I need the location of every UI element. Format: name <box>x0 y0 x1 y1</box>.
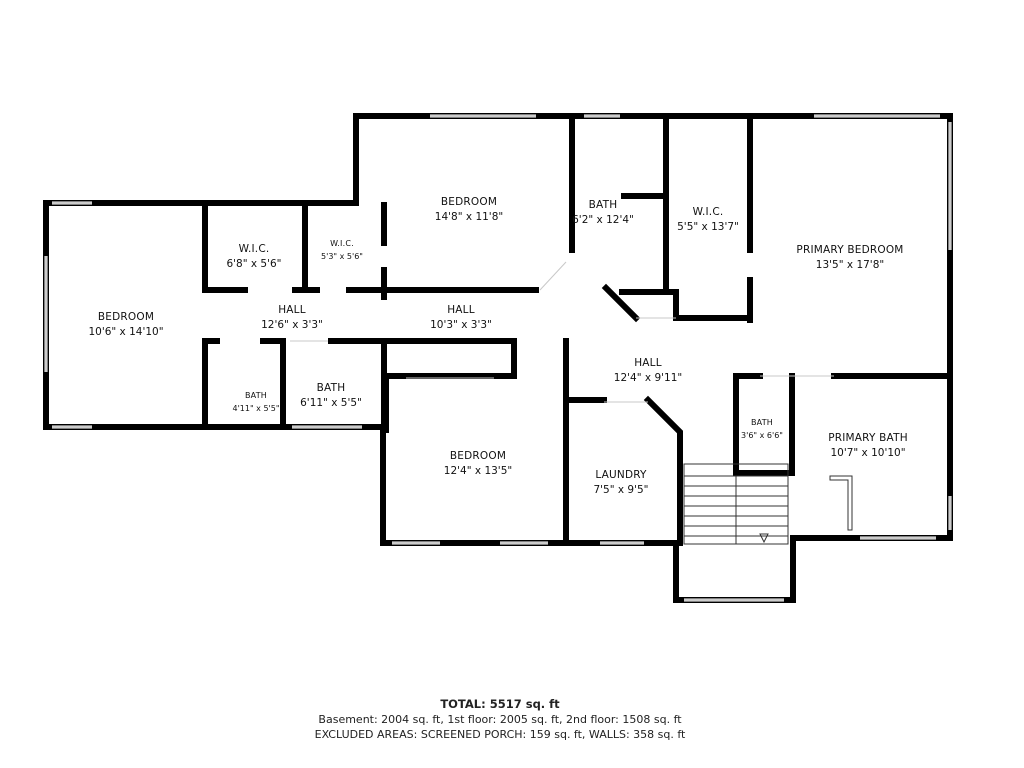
room-bath-east: BATH 3'6" x 6'6" <box>741 418 783 440</box>
room-dimensions: 6'8" x 5'6" <box>226 258 281 270</box>
room-wic-2: W.I.C. 5'3" x 5'6" <box>321 239 363 261</box>
room-primary-bath: PRIMARY BATH 10'7" x 10'10" <box>828 432 908 459</box>
room-name: W.I.C. <box>330 239 354 248</box>
room-dimensions: 4'11" x 5'5" <box>232 404 279 413</box>
room-bath-small-west: BATH 4'11" x 5'5" <box>232 391 279 413</box>
room-dimensions: 5'3" x 5'6" <box>321 252 363 261</box>
room-name: BATH <box>245 391 267 400</box>
room-wic-3: W.I.C. 5'5" x 13'7" <box>677 206 739 233</box>
room-dimensions: 13'5" x 17'8" <box>816 259 884 271</box>
floor-plan: BEDROOM 10'6" x 14'10" W.I.C. 6'8" x 5'6… <box>43 113 953 603</box>
area-summary: TOTAL: 5517 sq. ft Basement: 2004 sq. ft… <box>0 697 1000 742</box>
room-primary-bedroom: PRIMARY BEDROOM 13'5" x 17'8" <box>796 244 903 271</box>
room-name: HALL <box>278 304 306 316</box>
room-dimensions: 12'6" x 3'3" <box>261 319 323 331</box>
room-name: HALL <box>634 357 662 369</box>
room-dimensions: 6'11" x 5'5" <box>300 397 362 409</box>
room-dimensions: 10'3" x 3'3" <box>430 319 492 331</box>
room-bath-north: BATH 6'2" x 12'4" <box>572 199 634 226</box>
room-hall-center: HALL 12'4" x 9'11" <box>614 357 682 384</box>
room-name: W.I.C. <box>693 206 724 218</box>
windows <box>44 114 952 602</box>
room-bath-west: BATH 6'11" x 5'5" <box>300 382 362 409</box>
floor-breakdown: Basement: 2004 sq. ft, 1st floor: 2005 s… <box>318 713 682 726</box>
room-wic-1: W.I.C. 6'8" x 5'6" <box>226 243 281 270</box>
room-name: W.I.C. <box>239 243 270 255</box>
room-name: BEDROOM <box>98 311 154 323</box>
room-name: PRIMARY BEDROOM <box>796 244 903 256</box>
room-bedroom-south: BEDROOM 12'4" x 13'5" <box>444 450 512 477</box>
room-labels: BEDROOM 10'6" x 14'10" W.I.C. 6'8" x 5'6… <box>88 196 907 496</box>
room-bedroom-west: BEDROOM 10'6" x 14'10" <box>88 311 163 338</box>
room-name: BATH <box>751 418 773 427</box>
room-name: BEDROOM <box>450 450 506 462</box>
room-dimensions: 6'2" x 12'4" <box>572 214 634 226</box>
room-hall-middle: HALL 10'3" x 3'3" <box>430 304 492 331</box>
room-name: BEDROOM <box>441 196 497 208</box>
room-dimensions: 3'6" x 6'6" <box>741 431 783 440</box>
total-area: TOTAL: 5517 sq. ft <box>440 697 560 711</box>
room-bedroom-north: BEDROOM 14'8" x 11'8" <box>435 196 503 223</box>
stairs <box>683 463 853 545</box>
door-openings <box>220 261 834 403</box>
room-name: BATH <box>317 382 346 394</box>
room-hall-west: HALL 12'6" x 3'3" <box>261 304 323 331</box>
room-dimensions: 7'5" x 9'5" <box>593 484 648 496</box>
room-dimensions: 10'6" x 14'10" <box>88 326 163 338</box>
room-name: LAUNDRY <box>595 469 647 481</box>
excluded-areas: EXCLUDED AREAS: SCREENED PORCH: 159 sq. … <box>314 728 686 741</box>
room-name: BATH <box>589 199 618 211</box>
room-laundry: LAUNDRY 7'5" x 9'5" <box>593 469 648 496</box>
room-dimensions: 14'8" x 11'8" <box>435 211 503 223</box>
room-dimensions: 12'4" x 9'11" <box>614 372 682 384</box>
room-dimensions: 10'7" x 10'10" <box>830 447 905 459</box>
room-name: HALL <box>447 304 475 316</box>
walls <box>43 113 953 603</box>
room-dimensions: 12'4" x 13'5" <box>444 465 512 477</box>
room-name: PRIMARY BATH <box>828 432 908 444</box>
room-dimensions: 5'5" x 13'7" <box>677 221 739 233</box>
